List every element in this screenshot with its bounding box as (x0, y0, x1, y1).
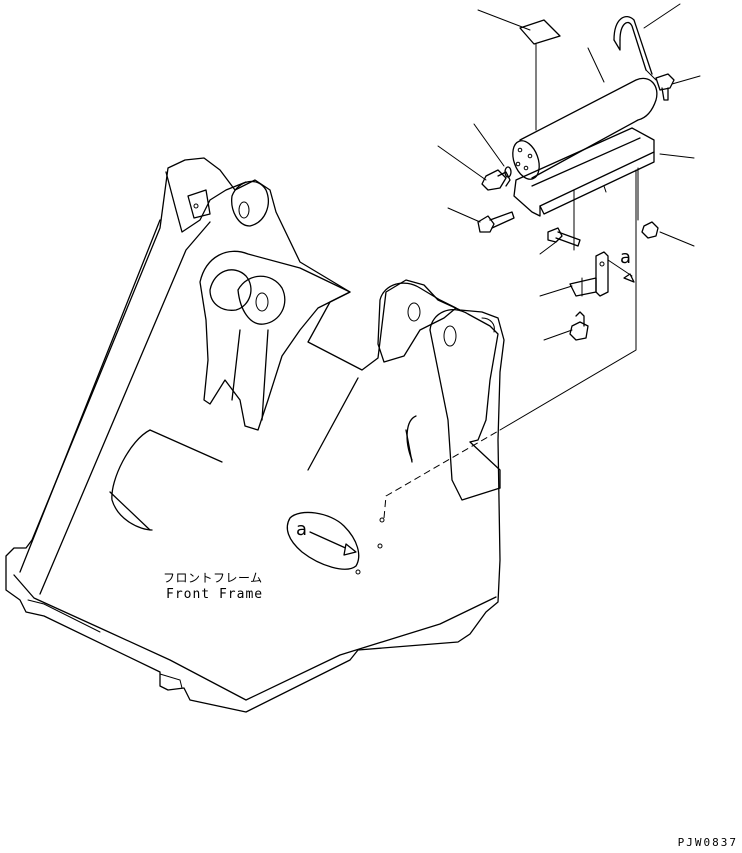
bolt-icon (543, 311, 589, 341)
drawing-code: PJW0837 (677, 836, 738, 849)
elbow-fitting-icon (437, 145, 511, 191)
front-frame-label-en: Front Frame (166, 587, 264, 602)
o-ring-icon (504, 166, 512, 178)
front-frame-label-jp: フロントフレーム (163, 571, 263, 585)
l-bracket-icon (539, 251, 635, 297)
label-plate-icon (519, 19, 561, 45)
alignment-dashed-line (383, 429, 501, 519)
nut-icon (641, 221, 695, 247)
u-bolt-icon (613, 3, 681, 81)
channel-bracket-icon (513, 127, 695, 251)
cylinder-tank-icon (512, 47, 658, 180)
reference-letter-frame: a (296, 519, 308, 540)
bolt-icon (655, 73, 701, 101)
bolt-icon (539, 227, 581, 255)
parts-assembly (437, 3, 701, 431)
reference-letter-bracket: a (620, 247, 632, 268)
bolt-icon (447, 207, 515, 233)
front-frame (5, 157, 505, 713)
